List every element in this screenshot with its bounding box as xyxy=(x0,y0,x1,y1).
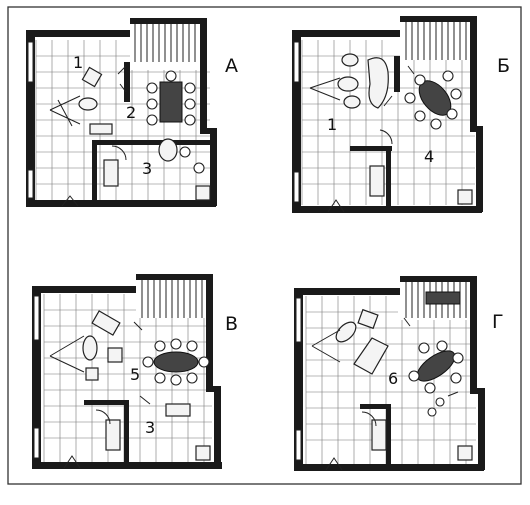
plan-d-sofa xyxy=(353,337,389,375)
plan-a-letter: А xyxy=(225,55,238,77)
plan-c-room-label-5: 5 xyxy=(130,365,140,384)
plan-c: В 5 3 xyxy=(32,274,238,469)
plan-a-room-label-1: 1 xyxy=(73,53,83,72)
plan-c-dining-table xyxy=(153,351,199,373)
plan-a-balcony-hatch xyxy=(134,22,202,62)
plan-a-coffee-table xyxy=(78,97,98,111)
plan-b-room-label-1: 1 xyxy=(327,115,337,134)
plan-d: Г 6 xyxy=(294,276,504,471)
plan-c-balcony-hatch xyxy=(141,278,203,318)
plan-c-room-label-3: 3 xyxy=(145,418,155,437)
plan-a: А 1 2 3 xyxy=(26,18,238,207)
plan-c-sofa xyxy=(91,310,121,336)
plan-a-armchair xyxy=(81,66,103,88)
plan-d-coffee-table xyxy=(335,321,357,343)
plan-b-room-label-4: 4 xyxy=(424,147,434,166)
plan-d-letter: Г xyxy=(492,311,504,333)
plan-b: Б 1 4 xyxy=(292,16,510,213)
plan-b-sofa xyxy=(367,57,389,109)
plan-a-dining-table xyxy=(159,81,183,123)
plan-b-letter: Б xyxy=(497,55,510,77)
plan-a-room-label-2: 2 xyxy=(126,103,136,122)
plan-a-room-label-3: 3 xyxy=(142,159,152,178)
plan-b-coffee-table xyxy=(337,76,359,92)
figure-border xyxy=(7,6,522,485)
plan-a-sofa xyxy=(89,123,113,135)
plan-b-balcony-hatch xyxy=(405,20,467,60)
plan-c-letter: В xyxy=(225,313,238,335)
plan-d-room-label-6: 6 xyxy=(388,369,398,388)
plan-c-coffee-table xyxy=(82,335,98,361)
